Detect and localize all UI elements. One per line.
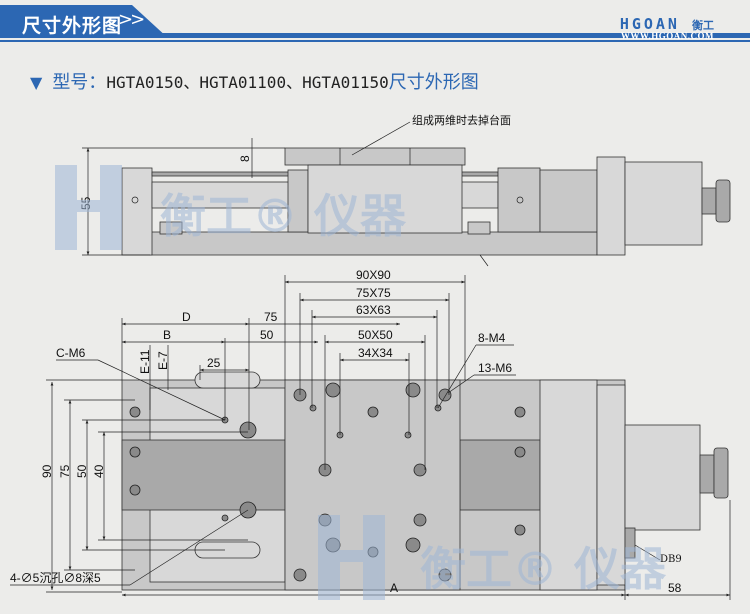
label-counterbore: 4-∅5沉孔∅8深5 <box>10 571 101 585</box>
watermark-logo-2 <box>318 515 385 600</box>
left-dimensions: 90 75 50 40 <box>40 379 248 593</box>
dim-v50: 50 <box>75 464 89 478</box>
header-bar <box>0 33 750 38</box>
watermark: 衡工® 仪器 衡工® 仪器 <box>55 165 667 600</box>
header-divider <box>0 40 750 42</box>
motor-flange <box>596 156 626 256</box>
dim-58: 58 <box>668 581 682 595</box>
knob-base <box>701 187 717 215</box>
right-end-block <box>497 167 541 233</box>
triangle-down-icon: ▼ <box>30 73 43 92</box>
dim-D: D <box>182 310 191 324</box>
dim-34x34: 34X34 <box>358 346 393 360</box>
brand-cn: 衡工 <box>692 19 714 32</box>
dim-75: 75 <box>264 310 278 324</box>
label-db9: DB9 <box>660 554 682 565</box>
brand-logo: HGOAN 衡工 <box>620 15 714 33</box>
watermark-text-side: 衡工® 仪器 <box>160 189 407 243</box>
motor-top <box>624 424 701 531</box>
watermark-logo <box>55 165 122 250</box>
bottom-dimensions: 4-∅5沉孔∅8深5 A 58 DB9 <box>10 500 731 600</box>
top-view: 90X90 75X75 63X63 50X50 34X34 D 75 B 50 … <box>10 268 731 600</box>
model-list: HGTA0150、HGTA01100、HGTA01150 <box>106 73 389 92</box>
dim-50x50: 50X50 <box>358 328 393 342</box>
center-bar-right <box>459 439 541 511</box>
label-13-M6: 13-M6 <box>478 361 512 375</box>
note-remove-plate: 组成两维时去掉台面 <box>412 113 511 127</box>
motor-body <box>624 161 703 246</box>
dim-B: B <box>163 328 171 342</box>
label-C-M6: C-M6 <box>56 346 86 360</box>
side-view: 55 8 组成两维时去掉台面 <box>79 113 731 267</box>
top-plate <box>284 147 466 166</box>
carriage <box>307 164 463 234</box>
db9-connector <box>624 527 636 559</box>
dim-A: A <box>390 581 398 595</box>
dim-v40: 40 <box>92 464 106 478</box>
model-prefix: 型号： <box>52 72 107 93</box>
dim-90x90: 90X90 <box>356 268 391 282</box>
dim-25: 25 <box>207 356 221 370</box>
knob-top <box>699 454 715 494</box>
center-bar-left <box>121 439 286 511</box>
dim-v90: 90 <box>40 464 54 478</box>
model-heading: ▼ 型号：HGTA0150、HGTA01100、HGTA01150尺寸外形图 <box>30 68 479 94</box>
dim-63x63: 63X63 <box>356 303 391 317</box>
slot-top <box>194 371 261 389</box>
double-chevron-icon: >> <box>118 9 145 30</box>
dim-v75: 75 <box>58 464 72 478</box>
watermark-text-top: 衡工® 仪器 <box>420 542 667 596</box>
brand-logo-text: HGOAN <box>619 15 680 33</box>
dim-75x75: 75X75 <box>356 286 391 300</box>
limit-switch-left <box>159 221 183 235</box>
dim-E-11: E-11 <box>138 349 152 374</box>
flange <box>596 384 626 586</box>
top-dimensions: 90X90 75X75 63X63 50X50 34X34 D 75 B 50 … <box>56 268 516 470</box>
dim-8: 8 <box>238 155 252 162</box>
model-suffix: 尺寸外形图 <box>388 72 479 93</box>
left-end-block <box>121 167 153 256</box>
label-8-M4: 8-M4 <box>478 331 506 345</box>
dim-50: 50 <box>260 328 274 342</box>
knob <box>715 179 731 223</box>
dim-E-7: E-7 <box>156 351 170 370</box>
section-title: 尺寸外形图 <box>22 15 123 37</box>
brand-url: WWW.HGOAN.COM <box>620 31 714 41</box>
limit-switch-right <box>467 221 491 235</box>
coupling-housing <box>539 169 598 233</box>
